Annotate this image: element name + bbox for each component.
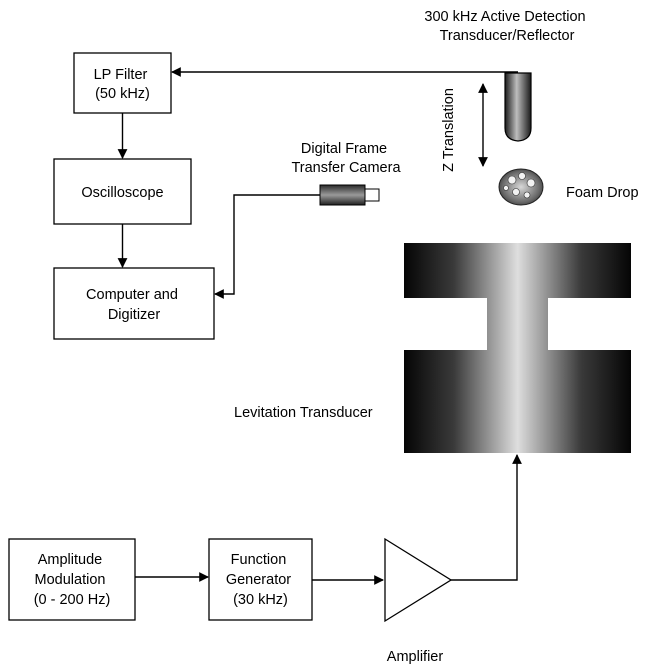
oscilloscope-label-line1: Oscilloscope	[81, 185, 163, 201]
active-detection-label: 300 kHz Active Detection Transducer/Refl…	[424, 9, 589, 44]
computer-digitizer-label: Computer and Digitizer	[86, 287, 182, 323]
active-detection-label-line1: 300 kHz Active Detection	[424, 9, 585, 25]
function-generator-label-line3: (30 kHz)	[233, 592, 288, 608]
amplitude-modulation-label-line3: (0 - 200 Hz)	[34, 592, 111, 608]
amplitude-modulation-box	[8, 538, 136, 621]
lp-filter-label: LP Filter (50 kHz)	[94, 67, 152, 102]
camera-label-line1: Digital Frame	[301, 141, 387, 157]
function-generator-label-line2: Generator	[226, 572, 291, 588]
camera-label: Digital Frame Transfer Camera	[291, 141, 401, 176]
camera-body	[319, 184, 366, 206]
lp-filter-box	[73, 52, 172, 114]
computer-digitizer-label-line1: Computer and	[86, 287, 178, 303]
active-detection-label-line2: Transducer/Reflector	[440, 28, 575, 44]
levitation-transducer-label: Levitation Transducer	[234, 405, 373, 421]
lp-filter-label-line2: (50 kHz)	[95, 86, 150, 102]
detection-transducer-probe	[504, 72, 532, 142]
amplitude-modulation-label-line2: Modulation	[35, 572, 106, 588]
camera-lens	[364, 188, 380, 202]
oscilloscope-box	[53, 158, 192, 225]
amplitude-modulation-label-line1: Amplitude	[38, 552, 102, 568]
foam-drop-label: Foam Drop	[566, 185, 639, 201]
levitation-transducer	[404, 243, 631, 453]
function-generator-box	[208, 538, 313, 621]
arrow-amplifier-to-levitation	[451, 454, 522, 581]
function-generator-label-line1: Function	[231, 552, 287, 568]
arrow-camera-to-computer	[214, 194, 320, 299]
z-translation-label: Z Translation	[441, 88, 457, 172]
computer-digitizer-box	[53, 267, 215, 340]
function-generator-label: Function Generator (30 kHz)	[226, 552, 295, 608]
computer-digitizer-label-line2: Digitizer	[108, 307, 161, 323]
oscilloscope-label: Oscilloscope	[81, 185, 163, 201]
amplifier-label: Amplifier	[387, 649, 444, 665]
camera-label-line2: Transfer Camera	[291, 160, 401, 176]
amplitude-modulation-label: Amplitude Modulation (0 - 200 Hz)	[34, 552, 111, 608]
amplifier-triangle	[384, 537, 453, 623]
foam-bubbles	[503, 172, 536, 199]
lp-filter-label-line1: LP Filter	[94, 67, 148, 83]
